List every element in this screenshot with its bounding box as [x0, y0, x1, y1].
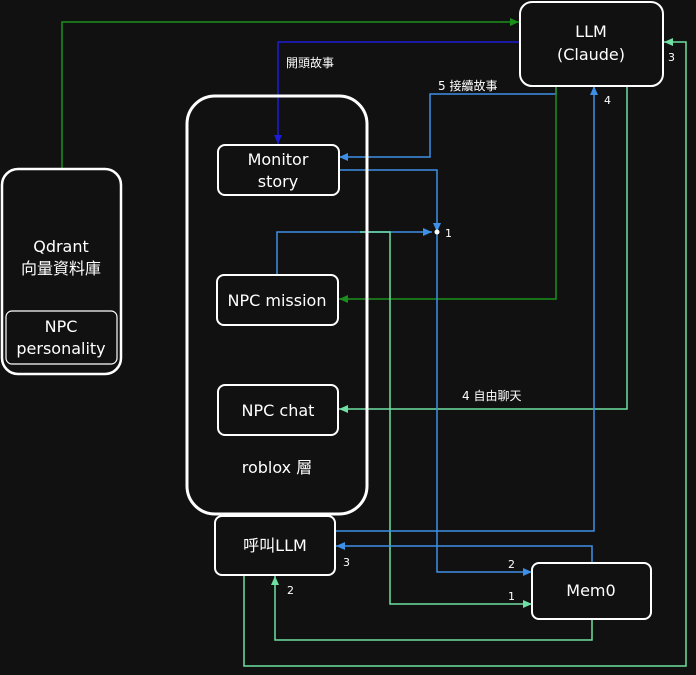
edge-llm-opening-story [274, 41, 519, 144]
monitor-story-label-line1: Monitor [248, 150, 309, 169]
npc-chat-label: NPC chat [242, 401, 315, 420]
node-call-llm[interactable]: 呼叫LLM [214, 515, 336, 576]
edge-label-open-story: 開頭故事 [286, 55, 334, 70]
edge-label-continue-story: 5 接續故事 [438, 78, 497, 93]
roblox-layer-label: roblox 層 [242, 458, 312, 477]
node-npc-chat[interactable]: NPC chat [217, 384, 339, 436]
edge-llm-continue-story [339, 86, 557, 161]
edge-label-free-chat: 4 自由聊天 [462, 389, 521, 403]
edge-label-call-out-3: 3 [343, 556, 350, 569]
node-npc-personality[interactable]: NPC personality [5, 310, 118, 365]
edge-label-mem0-in-1: 1 [508, 590, 515, 603]
monitor-story-label-line2: story [258, 172, 298, 191]
npc-personality-label-line1: NPC [45, 317, 78, 336]
edge-junction-to-mem0 [436, 232, 532, 576]
node-npc-mission[interactable]: NPC mission [216, 274, 339, 326]
edge-roblox-to-mem0 [360, 231, 532, 608]
llm-label-line1: LLM [575, 22, 607, 41]
edge-label-junction-1: 1 [445, 227, 452, 240]
edge-label-llm-in-3: 3 [668, 51, 675, 64]
npc-mission-label: NPC mission [228, 291, 327, 310]
edge-label-llm-in-4: 4 [604, 94, 611, 107]
edge-label-mem0-in-2: 2 [508, 558, 515, 571]
edge-mem0-to-call-bottom [271, 576, 593, 641]
llm-label-line2: (Claude) [557, 45, 625, 64]
junction-dot [434, 229, 440, 235]
edge-call-to-llm-right [243, 38, 687, 667]
npc-personality-label-line2: personality [16, 339, 105, 358]
node-mem0[interactable]: Mem0 [531, 562, 652, 620]
node-monitor-story[interactable]: Monitor story [217, 144, 340, 196]
edge-monitor-to-junction [339, 169, 441, 232]
edge-mem0-to-call [336, 542, 593, 563]
qdrant-label-line1: Qdrant [33, 237, 89, 256]
node-llm[interactable]: LLM (Claude) [519, 1, 664, 87]
node-roblox-layer[interactable]: roblox 層 [185, 94, 369, 516]
edge-llm-to-npc-mission [339, 86, 557, 303]
edge-label-call-in-2: 2 [287, 584, 294, 597]
edge-call-to-llm [335, 86, 598, 532]
edge-npc-mission-to-junction [276, 228, 432, 275]
qdrant-label-line2: 向量資料庫 [21, 259, 101, 278]
call-llm-label: 呼叫LLM [243, 536, 307, 555]
edge-llm-free-chat [339, 86, 628, 413]
edge-qdrant-to-llm [61, 18, 519, 168]
mem0-label: Mem0 [566, 581, 615, 600]
